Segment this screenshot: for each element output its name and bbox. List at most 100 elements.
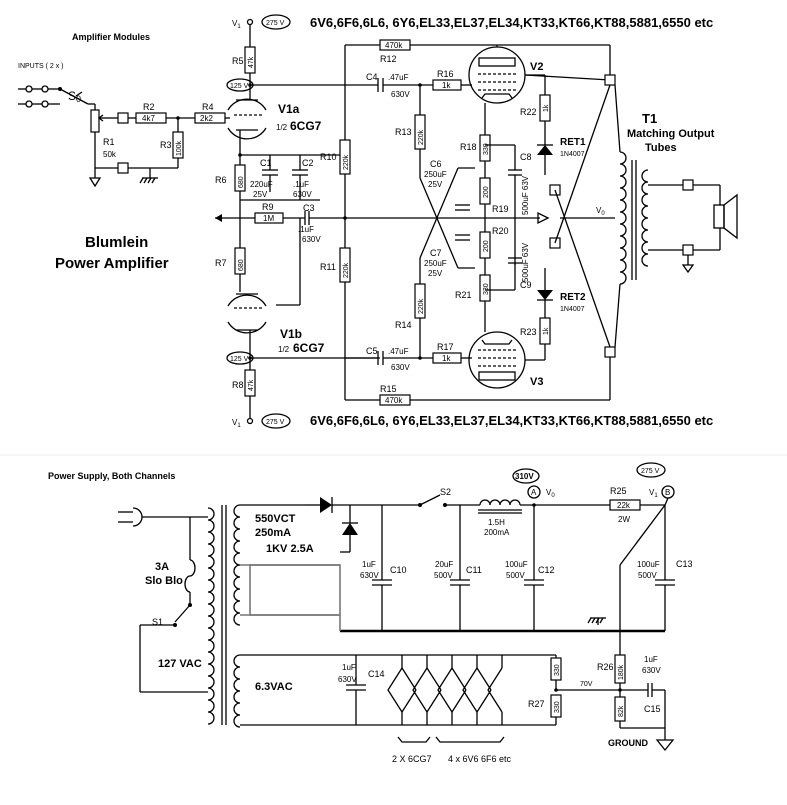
v1a-name: V1a [278, 102, 300, 116]
r14-value: 220k [418, 298, 425, 314]
r82k-value: 82k [618, 705, 625, 717]
c5-v1: .47uF [388, 347, 409, 356]
node-box [604, 346, 616, 358]
c12-v1: 100uF [505, 560, 528, 569]
r19-label: R19 [492, 204, 509, 214]
heater-filaments [387, 655, 503, 725]
c15-v1: 1uF [644, 655, 658, 664]
c14-v2: 630V [338, 675, 357, 684]
input-selector-switch[interactable] [58, 87, 89, 105]
r27-lower-value: 330 [554, 701, 561, 713]
v275-bottom-text: 275 V [266, 419, 285, 426]
power-section-title: Power Supply, Both Channels [48, 471, 175, 481]
t1-transformer [619, 151, 649, 285]
c10-v1: 1uF [362, 560, 376, 569]
r11-label: R11 [320, 262, 336, 272]
v1a-tube [227, 98, 267, 140]
c12-v2: 500V [506, 571, 525, 580]
node-box [117, 112, 129, 124]
r7-label: R7 [215, 258, 227, 268]
v1-supply-top-label: V1 [232, 19, 241, 30]
v1b-type: 6CG7 [293, 341, 325, 355]
c13-v1: 100uF [637, 560, 660, 569]
heater-note-brackets [397, 736, 505, 743]
c2-label: C2 [302, 158, 314, 168]
r1-value: 50k [103, 150, 117, 159]
node-b-label: B [665, 488, 670, 497]
c13-label: C13 [676, 559, 693, 569]
c2-v1: .1uF [293, 180, 309, 189]
r27-label: R27 [528, 699, 545, 709]
v1b-name: V1b [280, 327, 302, 341]
choke-inductor [478, 499, 522, 514]
c6-v1: 250uF [424, 170, 447, 179]
t1-line1: Matching Output [627, 128, 715, 140]
c7-v1: 250uF [424, 259, 447, 268]
ret1-name: RET1 [560, 137, 586, 148]
v310-badge [512, 468, 540, 484]
ret2-diode [537, 290, 553, 300]
v3-tube [468, 331, 526, 389]
c1-v1: 220uF [250, 180, 273, 189]
r18-label: R18 [460, 142, 477, 152]
r18-value: 330 [483, 143, 490, 155]
v1-supply-label: V1 [649, 488, 658, 499]
r22-value: 1k [543, 104, 550, 112]
ground-terminal [655, 739, 675, 752]
c14-v1: 1uF [342, 663, 356, 672]
v275-top-text: 275 V [266, 20, 285, 27]
r26-value: 180k [618, 664, 625, 680]
r21-value: 330 [483, 283, 490, 295]
c15-label: C15 [644, 704, 661, 714]
c4-label: C4 [366, 72, 378, 82]
choke-line1: 1.5H [488, 518, 505, 527]
amp-section-title: Amplifier Modules [72, 32, 150, 42]
r17-label: R17 [437, 342, 454, 352]
c11-v2: 500V [434, 571, 453, 580]
c1-v2: 25V [253, 190, 268, 199]
c8-value: 500uF 63V [521, 175, 530, 215]
ground-symbol [139, 168, 158, 184]
r25-value: 22k [617, 501, 631, 510]
v275-bottom-badge [261, 413, 291, 429]
r16-value: 1k [442, 81, 451, 90]
r25-label: R25 [610, 486, 627, 496]
input-jacks[interactable] [18, 85, 60, 108]
node-a [527, 485, 541, 499]
v2-label: V2 [530, 61, 543, 73]
c3-v1: .1uF [298, 225, 314, 234]
v1b-half: 1/2 [278, 345, 290, 354]
c10-v2: 630V [360, 571, 379, 580]
r13-value: 220k [418, 129, 425, 145]
r9-value: 1M [263, 214, 274, 223]
r4-label: R4 [202, 102, 214, 112]
ret1-diode [537, 145, 553, 155]
c8-label: C8 [520, 152, 532, 162]
c9-value: 500uF 63V [521, 242, 530, 282]
r5-value: 47k [248, 56, 255, 68]
ret2-type: 1N4007 [560, 306, 585, 313]
r1-potentiometer [90, 109, 100, 133]
r23-value: 1k [543, 327, 550, 335]
r3-value: 100k [176, 140, 183, 156]
power-transformer [207, 504, 241, 728]
v275-supply-badge [636, 462, 666, 478]
r25-power: 2W [618, 515, 630, 524]
node-box [604, 74, 616, 86]
c9-label: C9 [520, 280, 532, 290]
inputs-label: INPUTS ( 2 x ) [18, 63, 64, 70]
c10-label: C10 [390, 565, 407, 575]
v3-label: V3 [530, 376, 543, 388]
r6-value: 680 [238, 176, 245, 188]
c11-label: C11 [466, 565, 482, 575]
r4-value: 2k2 [200, 114, 213, 123]
r2-label: R2 [143, 102, 155, 112]
r19-value: 200 [483, 186, 490, 198]
v1a-type: 6CG7 [290, 119, 322, 133]
speaker-icon [713, 193, 738, 240]
r8-value: 47k [248, 379, 255, 391]
r27-upper-value: 330 [554, 664, 561, 676]
fuse-line1: 3A [155, 561, 169, 573]
r5-label: R5 [232, 56, 244, 66]
